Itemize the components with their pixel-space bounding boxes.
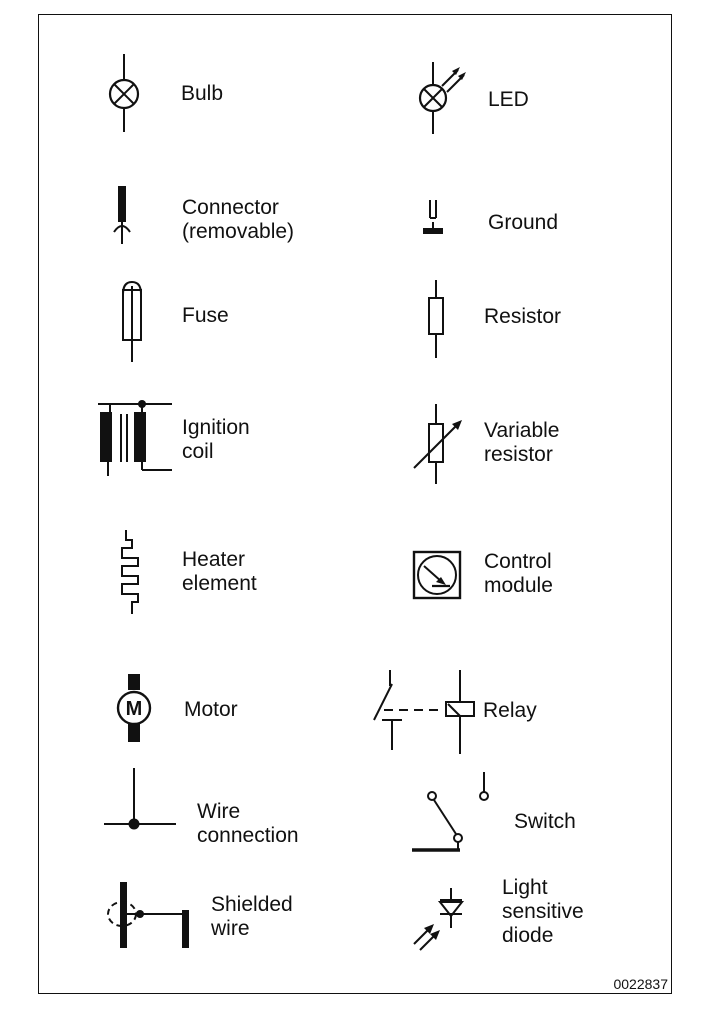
motor-letter: M <box>126 698 143 720</box>
ground-icon <box>423 200 443 234</box>
shielded-wire-label: Shielded wire <box>211 893 293 940</box>
resistor-icon <box>428 280 444 358</box>
switch-label: Switch <box>514 810 576 833</box>
control-module-icon <box>412 550 462 600</box>
ignition-coil-label: Ignition coil <box>182 416 250 463</box>
figure-code: 0022837 <box>613 976 668 992</box>
led-icon <box>418 62 466 134</box>
variable-resistor-icon <box>413 404 462 484</box>
relay-icon <box>373 670 475 754</box>
light-sensitive-diode-icon <box>413 888 465 951</box>
connector-label: Connector (removable) <box>182 196 295 243</box>
fuse-icon <box>122 280 142 362</box>
ground-label: Ground <box>488 211 559 234</box>
heater-element-label: Heater element <box>182 548 257 595</box>
motor-icon: M <box>116 674 152 742</box>
variable-resistor-label: Variable resistor <box>484 419 560 466</box>
shielded-wire-icon <box>107 882 189 948</box>
bulb-icon <box>108 54 140 132</box>
fuse-label: Fuse <box>182 304 229 327</box>
wire-connection-label: Wire connection <box>197 800 299 847</box>
control-module-label: Control module <box>484 550 553 597</box>
led-label: LED <box>488 88 529 111</box>
ignition-coil-icon <box>98 400 172 476</box>
legend-frame <box>38 14 672 994</box>
bulb-label: Bulb <box>181 82 224 105</box>
switch-icon <box>412 772 489 852</box>
connector-icon <box>113 186 131 244</box>
wire-connection-icon <box>104 768 176 830</box>
relay-label: Relay <box>483 699 537 722</box>
resistor-label: Resistor <box>484 305 562 328</box>
heater-element-icon <box>121 530 139 614</box>
light-sensitive-diode-label: Light sensitive diode <box>502 876 584 947</box>
motor-label: Motor <box>184 698 238 721</box>
